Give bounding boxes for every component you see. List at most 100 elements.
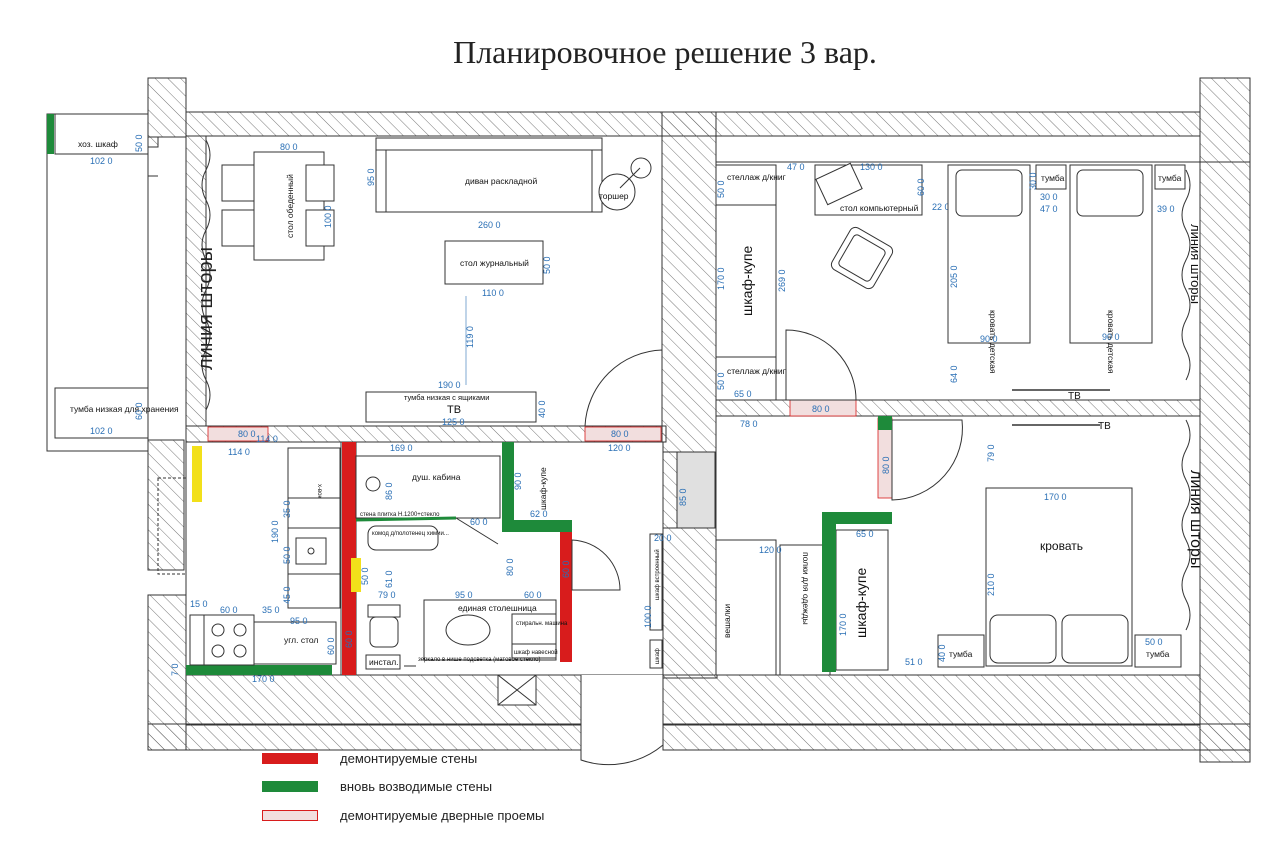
dim-86: 86 0 (384, 482, 394, 500)
dim-35-b: 35 0 (262, 605, 280, 615)
dim-90-c: 90 0 (513, 472, 523, 490)
tv-label-living: ТВ (447, 404, 461, 416)
dim-50-e: 50 0 (360, 567, 370, 585)
washing-machine-label: стиральн. машина (516, 621, 568, 627)
curtain-kids (1181, 169, 1191, 381)
dim-102-a: 102 0 (90, 156, 113, 166)
dim-35-a: 35 0 (282, 500, 292, 518)
dim-50-b: 50 0 (542, 256, 552, 274)
dim-269: 269 0 (777, 269, 787, 292)
dim-80-d: 80 0 (812, 404, 830, 414)
installation (365, 654, 401, 670)
dim-60-d: 60 0 (561, 560, 571, 578)
bed-label: кровать (1040, 539, 1083, 553)
dim-80-e: 80 0 (505, 558, 515, 576)
demolished-walls (560, 532, 572, 662)
tv-label-kids: ТВ (1068, 391, 1081, 402)
shower-label: душ. кабина (412, 472, 461, 482)
dim-40-b: 40 0 (937, 644, 947, 662)
dim-100-b: 100 0 (643, 605, 653, 628)
dim-120-a: 120 0 (608, 443, 631, 453)
built-in-cabinet (649, 533, 663, 631)
small-wardrobe-label: шкаф-купе (538, 467, 548, 510)
dim-15: 15 0 (190, 599, 208, 609)
dim-210: 210 0 (986, 573, 996, 596)
hoz-shkaf-label: хоз. шкаф (78, 139, 118, 149)
bath-door (571, 539, 621, 591)
towel-dresser (367, 525, 439, 551)
structural-walls (147, 77, 1251, 763)
dim-65-b: 65 0 (856, 529, 874, 539)
dim-205: 205 0 (949, 265, 959, 288)
dim-114: 114 0 (228, 447, 250, 457)
washing-machine (511, 613, 557, 645)
dim-190: 190 0 (438, 380, 461, 390)
legend-demolished-doors-label: демонтируемые дверные проемы (340, 807, 545, 823)
kitchen-cabinets (287, 447, 341, 609)
dim-80-g: 80 0 (881, 456, 891, 474)
kids-bed-1-label: кровать детская (988, 310, 998, 374)
tile-wall-label: стена плитка Н.1200+стекло (360, 512, 440, 518)
dim-50-f: 50 0 (1145, 637, 1163, 647)
shower-cabin (355, 455, 501, 519)
legend-demolished-doors: демонтируемые дверные проемы (262, 805, 544, 825)
legend-demolished-walls-label: демонтируемые стены (340, 750, 478, 766)
dim-47-b: 47 0 (1040, 204, 1058, 214)
hob (203, 614, 255, 666)
living-door (584, 349, 663, 427)
hangers-label: вешалки (722, 604, 732, 638)
tv-unit-label: тумба низкая с ящиками (404, 393, 489, 402)
dim-169: 169 0 (390, 443, 413, 453)
tumba-nizkaya-label: тумба низкая для хранения (70, 404, 179, 414)
dim-95-c: 95 0 (455, 590, 473, 600)
curtain-line-label: линия шторы (195, 247, 217, 370)
dim-79-b: 79 0 (986, 444, 996, 462)
hob-burners (211, 623, 247, 658)
dim-190-b: 190 0 (270, 520, 280, 543)
dim-22: 22 0 (932, 202, 950, 212)
corner-counter (253, 621, 337, 665)
toilet (367, 604, 401, 648)
legend-new-walls-label: вновь возводимые стены (340, 778, 493, 794)
dim-80-c: 80 0 (611, 429, 629, 439)
wall-cabinet-label: шкаф навесной (514, 649, 558, 656)
installation-label: инстал. (369, 657, 399, 667)
gas-boiler (192, 446, 202, 502)
legend-demolished-walls: демонтируемые стены (262, 748, 477, 768)
legend-red-swatch (262, 752, 318, 764)
curtain-kids-label: линия шторы (1188, 224, 1203, 304)
dim-50-c2: 50 0 (716, 372, 726, 390)
dim-85: 85 0 (678, 488, 688, 506)
kids-shelves (715, 164, 777, 401)
dim-45: 45 0 (282, 586, 292, 604)
torsher-label: торшер (599, 191, 629, 201)
sofa-label: диван раскладной (465, 176, 537, 186)
dim-78: 78 0 (740, 419, 758, 429)
dim-170-b: 170 0 (252, 674, 275, 684)
demolished-openings (207, 399, 893, 499)
wall-cabinet (511, 643, 557, 659)
floor-lamp (598, 157, 652, 211)
dim-95-a: 95 0 (366, 168, 376, 186)
bed-nightstand-1-label: тумба (949, 649, 973, 659)
dim-50-c: 50 0 (716, 180, 726, 198)
dim-170-a: 170 0 (716, 267, 726, 290)
dim-170-d: 170 0 (838, 613, 848, 636)
heated-towel-rail (351, 558, 361, 592)
legend-pink-swatch (262, 809, 318, 821)
dim-60-a: 60 0 (134, 402, 144, 420)
dim-20: 20 0 (654, 533, 672, 543)
dim-60-b: 60 0 (916, 178, 926, 196)
legend-new-walls: вновь возводимые стены (262, 776, 492, 796)
dim-60-c: 60 0 (470, 517, 488, 527)
dim-30-b: 30 0 (1040, 192, 1058, 202)
dim-60-f: 60 0 (326, 637, 336, 655)
dim-260: 260 0 (478, 220, 501, 230)
legend-green-swatch (262, 780, 318, 792)
shelf-top-label: стеллаж д/книг (727, 172, 786, 182)
new-walls (186, 416, 892, 675)
double-bed (937, 487, 1182, 668)
balcony-new-wall (47, 114, 54, 154)
dim-79-a: 79 0 (378, 590, 396, 600)
dim-40-a: 40 0 (537, 400, 547, 418)
